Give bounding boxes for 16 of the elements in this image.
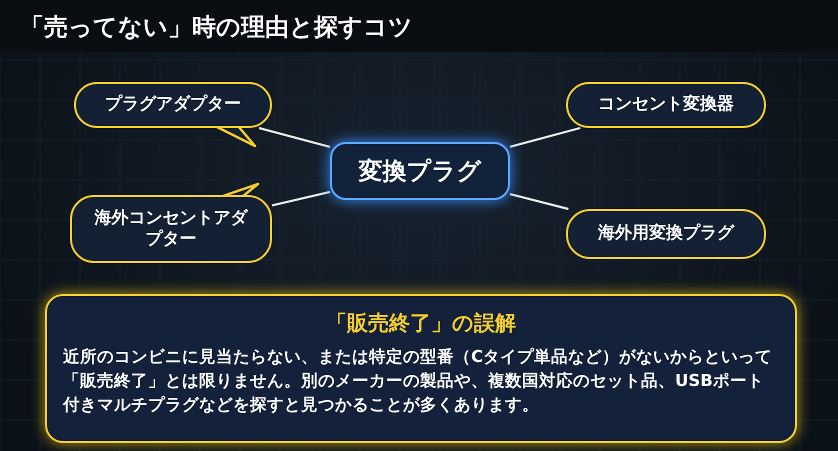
note-panel xyxy=(45,294,797,443)
connector-line xyxy=(272,190,330,207)
panel-body-text: 近所のコンビニに見当たらない、または特定の型番（Cタイプ単品など）がないからといって「販売終了」とは限りません。別のメーカーの製品や、複数国対応のセット品、USBポート付きマルチプラグなどを探すと見つかることが多くあります。 xyxy=(63,346,774,416)
connector-line xyxy=(258,126,330,148)
node-label: 海外コンセントアダプター xyxy=(94,208,250,250)
node-label: コンセント変換器 xyxy=(598,94,734,116)
connector-line xyxy=(510,126,581,148)
rounded-box xyxy=(566,82,766,128)
center-box xyxy=(330,142,510,200)
node-label: 海外用変換プラグ xyxy=(598,223,734,245)
connector-line xyxy=(510,192,569,210)
node-label: 変換プラグ xyxy=(358,156,482,186)
title: 「売ってない」時の理由と探すコツ xyxy=(20,12,413,43)
node-label: プラグアダプター xyxy=(105,94,241,116)
rounded-box xyxy=(566,209,766,259)
panel-heading: 「販売終了」の誤解 xyxy=(326,310,516,337)
